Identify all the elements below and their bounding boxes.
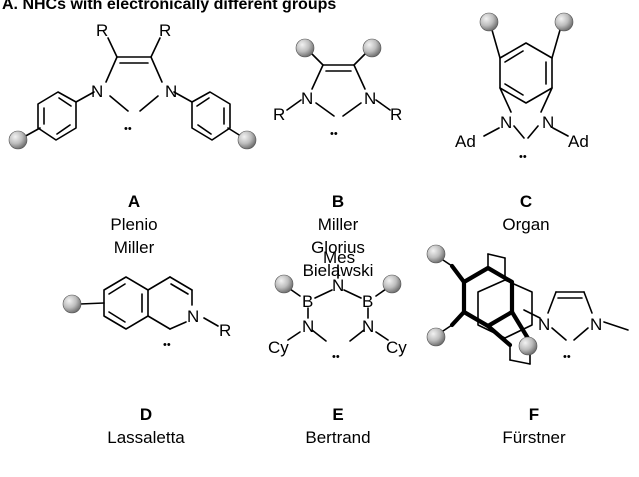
compound-letter-a: A — [127, 192, 141, 211]
structure-d: N R •• — [62, 276, 231, 351]
substituent-sphere — [426, 327, 446, 347]
structure-e: Mes N B B N N Cy Cy •• — [268, 248, 407, 363]
author-name: Lassaletta — [107, 428, 185, 447]
substituent-sphere — [382, 274, 402, 294]
substituent-sphere — [554, 12, 574, 32]
atom-n: N — [362, 317, 374, 336]
atom-n: N — [91, 82, 103, 101]
substituent-sphere — [295, 38, 315, 58]
carbene-lone-pair: •• — [124, 123, 132, 135]
structure-a: R R N N •• — [8, 21, 257, 150]
atom-r: R — [273, 105, 285, 124]
carbene-lone-pair: •• — [332, 351, 340, 363]
atom-n: N — [187, 307, 199, 326]
atom-n: N — [302, 317, 314, 336]
substituent-sphere — [518, 336, 538, 356]
atom-b: B — [302, 292, 313, 311]
atom-cy: Cy — [268, 338, 289, 357]
author-name: Bielawski — [302, 261, 374, 280]
substituent-sphere — [479, 12, 499, 32]
atom-cy: Cy — [386, 338, 407, 357]
atom-r: R — [219, 321, 231, 340]
carbene-lone-pair: •• — [163, 339, 171, 351]
atom-b: B — [362, 292, 373, 311]
structure-b: N N R R •• — [273, 38, 402, 140]
atom-ad: Ad — [455, 132, 476, 151]
carbene-lone-pair: •• — [330, 128, 338, 140]
structure-c: N N Ad Ad •• — [455, 12, 589, 163]
author-name: Miller — [317, 215, 359, 234]
atom-r: R — [390, 105, 402, 124]
substituent-sphere — [8, 130, 28, 150]
substituent-sphere — [362, 38, 382, 58]
atom-r: R — [96, 21, 108, 40]
atom-n: N — [542, 113, 554, 132]
atom-n: N — [538, 315, 550, 334]
structure-f: N N •• — [426, 244, 629, 365]
author-name: Bertrand — [305, 428, 371, 447]
compound-letter-b: B — [331, 192, 345, 211]
author-name: Glorius — [311, 238, 365, 257]
compound-letter-d: D — [139, 405, 153, 424]
author-name: Miller — [113, 238, 155, 257]
atom-mes: Mes — [323, 248, 355, 267]
atom-n: N — [165, 82, 177, 101]
substituent-sphere — [274, 274, 294, 294]
substituent-sphere — [62, 294, 82, 314]
figure-title: A. NHCs with electronically different gr… — [2, 0, 337, 13]
author-name: Fürstner — [502, 428, 566, 447]
atom-n: N — [500, 113, 512, 132]
carbene-lone-pair: •• — [563, 351, 571, 363]
atom-n: N — [364, 89, 376, 108]
carbene-lone-pair: •• — [519, 151, 527, 163]
atom-n: N — [301, 89, 313, 108]
author-name: Plenio — [110, 215, 158, 234]
substituent-sphere — [237, 130, 257, 150]
atom-n: N — [332, 276, 344, 295]
atom-ad: Ad — [568, 132, 589, 151]
atom-n: N — [590, 315, 602, 334]
substituent-sphere — [426, 244, 446, 264]
author-name: Organ — [502, 215, 550, 234]
compound-letter-f: F — [528, 405, 540, 424]
compound-letter-c: C — [519, 192, 533, 211]
compound-letter-e: E — [332, 405, 344, 424]
atom-r: R — [159, 21, 171, 40]
